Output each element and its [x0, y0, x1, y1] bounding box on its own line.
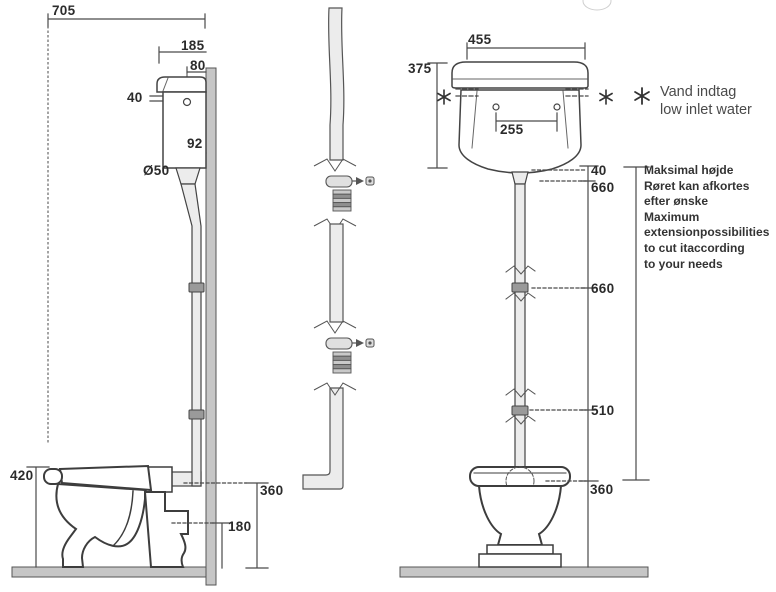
pipe-upper	[328, 7, 345, 161]
note-line: Maximum	[644, 209, 700, 224]
dim-column-lines	[529, 165, 599, 568]
break-mark	[313, 158, 357, 172]
pipe-connector-band	[188, 409, 205, 420]
arrow-icon	[356, 177, 364, 185]
cistern-side	[156, 76, 207, 169]
arrow-icon	[356, 339, 364, 347]
toilet-side	[43, 464, 189, 568]
water-inlet-asterisk-icon	[599, 89, 613, 105]
break-mark	[505, 388, 536, 398]
fixing-hole	[553, 103, 561, 111]
inlet-marks	[455, 88, 589, 97]
dim-510-label: 510	[591, 403, 615, 418]
front-view-drawing	[399, 0, 650, 578]
dim-660-mid-label: 660	[591, 281, 615, 296]
note-line: Maksimal højde	[644, 163, 734, 177]
break-mark	[505, 265, 536, 275]
pipe-connector-band	[511, 282, 529, 293]
dim-180-label: 180	[228, 519, 252, 534]
dim-40-side-label: 40	[127, 90, 143, 105]
bowl-outline	[55, 482, 146, 568]
flush-pipe-detail-drawing	[302, 7, 375, 490]
floor-section	[11, 566, 217, 578]
ribbed-adapter	[332, 351, 352, 374]
dim-80-lines	[186, 66, 207, 79]
dim-185-label: 185	[181, 38, 205, 53]
trap-line	[112, 490, 134, 547]
pipe-diameter-label: Ø50	[143, 163, 170, 178]
dim-420-label: 420	[10, 468, 34, 483]
bowl-rim	[469, 466, 571, 487]
note-block: Maksimal højde Røret kan afkortes efter …	[644, 163, 769, 272]
joint-assembly-2	[325, 337, 375, 374]
bowl-body	[477, 485, 563, 546]
pipe-connector-band	[188, 282, 205, 293]
note-line: Røret kan afkortes	[644, 178, 750, 193]
flush-pipe-side	[159, 167, 205, 487]
dim-420-lines	[26, 466, 50, 568]
dim-80-label: 80	[190, 58, 206, 73]
note-line: efter ønske	[644, 194, 709, 209]
wall-section	[205, 67, 217, 586]
cistern-front	[451, 61, 589, 174]
dim-360-side-lines	[183, 482, 269, 569]
dim-455-lines	[466, 42, 586, 60]
seat-nose	[43, 468, 63, 485]
ribbed-adapter	[332, 189, 352, 212]
note-line: extensionpossibilities	[644, 225, 770, 240]
legend-asterisk-icon	[634, 87, 650, 105]
dim-92-label: 92	[187, 136, 203, 151]
dim-705-lines	[47, 13, 206, 446]
dim-255-lines	[495, 112, 558, 132]
legend-line1: Vand indtag	[660, 84, 737, 100]
dim-40-front-label: 40	[591, 163, 607, 178]
dim-660-upper-label: 660	[591, 180, 615, 195]
break-mark	[505, 415, 536, 425]
break-mark	[313, 320, 357, 334]
dim-705-label: 705	[52, 3, 76, 18]
break-mark	[313, 382, 357, 396]
dim-455-label: 455	[468, 32, 492, 47]
cropped-circle-artifact	[582, 0, 612, 11]
pipe-connector-band	[511, 405, 529, 416]
pedestal-outline	[143, 491, 189, 568]
break-mark	[505, 292, 536, 302]
note-line: to your needs	[644, 256, 723, 271]
toilet-front	[469, 466, 571, 568]
dim-185-lines	[158, 46, 207, 64]
water-inlet-asterisk-icon	[437, 89, 451, 105]
dim-375-lines	[427, 62, 448, 169]
pipe-middle	[329, 223, 344, 323]
floor-section	[399, 566, 649, 578]
base-plinth	[478, 553, 562, 568]
flush-button	[182, 97, 192, 107]
dim-180-lines	[171, 522, 232, 569]
pipe-lower-elbow	[302, 387, 344, 490]
flush-pipe-front	[505, 171, 536, 471]
dim-375-label: 375	[408, 61, 432, 76]
dim-360-front-label: 360	[590, 482, 614, 497]
side-view-drawing	[11, 13, 269, 586]
legend-line2: low inlet water	[660, 102, 752, 118]
note-bracket	[622, 166, 650, 481]
joint-assembly-1	[325, 175, 375, 212]
dim-360-side-label: 360	[260, 483, 284, 498]
dim-255-label: 255	[500, 122, 524, 137]
base-step	[486, 544, 554, 555]
fixing-hole	[492, 103, 500, 111]
note-line: to cut itaccording	[644, 240, 745, 255]
